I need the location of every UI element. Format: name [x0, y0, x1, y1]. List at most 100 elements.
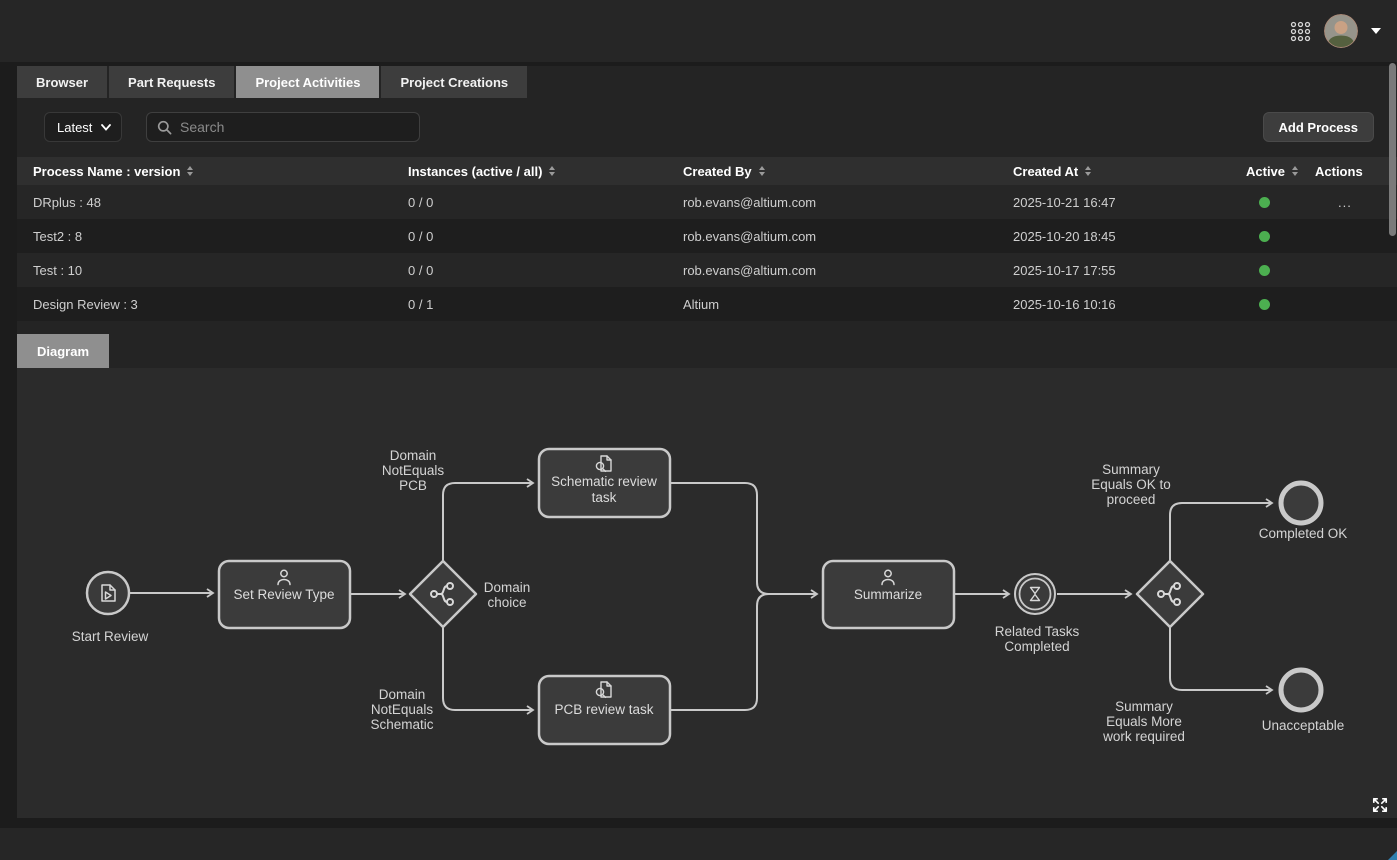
- document-play-icon: [101, 584, 116, 602]
- event-label: Related Tasks: [995, 624, 1080, 639]
- task-label: Set Review Type: [233, 587, 334, 602]
- sort-icon[interactable]: [1085, 166, 1092, 176]
- created-at: 2025-10-16 10:16: [1013, 296, 1116, 312]
- diagram-panel: Set Review Type Domain choice: [17, 368, 1397, 818]
- event-label: Unacceptable: [1262, 718, 1345, 733]
- task-label: task: [592, 490, 617, 505]
- table-row[interactable]: Test : 10 0 / 0 rob.evans@altium.com 202…: [17, 253, 1397, 287]
- svg-text:PCB: PCB: [399, 478, 427, 493]
- hourglass-icon: [1029, 586, 1041, 602]
- table-row[interactable]: Design Review : 3 0 / 1 Altium 2025-10-1…: [17, 287, 1397, 321]
- sort-icon[interactable]: [549, 166, 556, 176]
- sort-icon[interactable]: [1292, 166, 1299, 176]
- svg-text:NotEquals: NotEquals: [382, 463, 445, 478]
- column-header-active[interactable]: Active: [1230, 164, 1299, 179]
- instances: 0 / 0: [408, 228, 434, 244]
- task-label: PCB review task: [554, 702, 653, 717]
- tab-project-activities[interactable]: Project Activities: [236, 66, 380, 98]
- schematic-review-task[interactable]: Schematic review task: [537, 447, 672, 519]
- domain-choice-gateway[interactable]: [408, 559, 478, 629]
- main-panel: Browser Part Requests Project Activities…: [17, 66, 1397, 818]
- task-label: Schematic review: [551, 474, 657, 489]
- add-process-button[interactable]: Add Process: [1262, 112, 1374, 142]
- tab-part-requests[interactable]: Part Requests: [109, 66, 235, 98]
- unacceptable-end-event[interactable]: Unacceptable: [1262, 667, 1345, 733]
- vertical-scrollbar[interactable]: [1389, 63, 1396, 236]
- process-table: Process Name : version Instances (active…: [17, 157, 1397, 321]
- search-box: [146, 112, 420, 142]
- document-search-icon: [595, 455, 612, 473]
- table-header-row: Process Name : version Instances (active…: [17, 157, 1397, 185]
- summarize-task[interactable]: Summarize: [821, 559, 956, 630]
- active-status-dot: [1259, 264, 1270, 276]
- branch-icon: [1157, 582, 1181, 606]
- table-row[interactable]: DRplus : 48 0 / 0 rob.evans@altium.com 2…: [17, 185, 1397, 219]
- created-at: 2025-10-20 18:45: [1013, 228, 1116, 244]
- sort-icon[interactable]: [187, 166, 194, 176]
- pcb-review-task[interactable]: PCB review task: [537, 674, 672, 746]
- tab-browser[interactable]: Browser: [17, 66, 108, 98]
- row-actions-menu[interactable]: ...: [1338, 194, 1352, 210]
- gateway-label: choice: [487, 595, 526, 610]
- search-input[interactable]: [180, 119, 409, 135]
- created-by: rob.evans@altium.com: [683, 262, 817, 278]
- svg-text:Summary: Summary: [1102, 462, 1160, 477]
- actions-cell: ...: [1299, 195, 1397, 210]
- svg-text:proceed: proceed: [1107, 492, 1156, 507]
- gateway-label: Domain: [484, 580, 531, 595]
- user-menu-caret-icon[interactable]: [1371, 28, 1381, 34]
- svg-text:Equals More: Equals More: [1106, 714, 1182, 729]
- latest-filter-dropdown[interactable]: Latest: [44, 112, 122, 142]
- created-by: Altium: [683, 296, 720, 312]
- document-search-icon: [595, 681, 612, 699]
- user-avatar[interactable]: [1324, 14, 1358, 48]
- svg-text:work required: work required: [1102, 729, 1185, 744]
- edge-condition-labels: Domain NotEquals PCB Domain NotEquals Sc…: [370, 448, 1184, 744]
- user-icon: [881, 569, 895, 586]
- set-review-type-task[interactable]: Set Review Type: [217, 559, 352, 630]
- column-header-created-by[interactable]: Created By: [667, 164, 997, 179]
- active-status-dot: [1259, 230, 1270, 242]
- active-status-dot: [1259, 298, 1270, 310]
- expand-fullscreen-icon[interactable]: [1372, 797, 1388, 813]
- column-header-instances[interactable]: Instances (active / all): [392, 164, 667, 179]
- search-icon: [157, 120, 172, 134]
- instances: 0 / 1: [408, 296, 434, 312]
- svg-text:Equals OK to: Equals OK to: [1091, 477, 1171, 492]
- completed-ok-end-event[interactable]: Completed OK: [1259, 480, 1348, 541]
- active-cell: [1230, 196, 1299, 208]
- top-bar-right: [1290, 0, 1381, 62]
- svg-text:Summary: Summary: [1115, 699, 1173, 714]
- process-name: Test2 : 8: [33, 228, 83, 244]
- sequence-flow-edges: [130, 478, 1274, 715]
- created-by: rob.evans@altium.com: [683, 194, 817, 210]
- active-cell: [1230, 298, 1299, 310]
- apps-grid-icon[interactable]: [1290, 21, 1311, 42]
- top-bar: [0, 0, 1397, 62]
- user-icon: [277, 569, 291, 586]
- svg-text:NotEquals: NotEquals: [371, 702, 434, 717]
- start-event-node[interactable]: [85, 570, 131, 616]
- column-header-created-at[interactable]: Created At: [997, 164, 1230, 179]
- svg-text:Domain: Domain: [379, 687, 426, 702]
- active-cell: [1230, 230, 1299, 242]
- table-row[interactable]: Test2 : 8 0 / 0 rob.evans@altium.com 202…: [17, 219, 1397, 253]
- svg-text:Schematic: Schematic: [370, 717, 433, 732]
- bpmn-diagram-canvas[interactable]: Set Review Type Domain choice: [17, 368, 1397, 818]
- active-cell: [1230, 264, 1299, 276]
- related-tasks-event[interactable]: Related Tasks Completed: [995, 573, 1080, 654]
- tab-project-creations[interactable]: Project Creations: [381, 66, 528, 98]
- sort-icon[interactable]: [758, 166, 765, 176]
- column-header-process-name[interactable]: Process Name : version: [17, 164, 392, 179]
- column-header-actions: Actions: [1315, 163, 1363, 179]
- summary-gateway[interactable]: [1135, 559, 1205, 629]
- event-label: Completed: [1004, 639, 1069, 654]
- process-name: Test : 10: [33, 262, 83, 278]
- task-label: Summarize: [854, 587, 922, 602]
- process-name: Design Review : 3: [33, 296, 138, 312]
- tab-diagram[interactable]: Diagram: [17, 334, 110, 368]
- corner-accent: [1388, 851, 1397, 860]
- tab-bar: Browser Part Requests Project Activities…: [17, 66, 1397, 98]
- instances: 0 / 0: [408, 262, 434, 278]
- filter-selected-value: Latest: [57, 119, 93, 135]
